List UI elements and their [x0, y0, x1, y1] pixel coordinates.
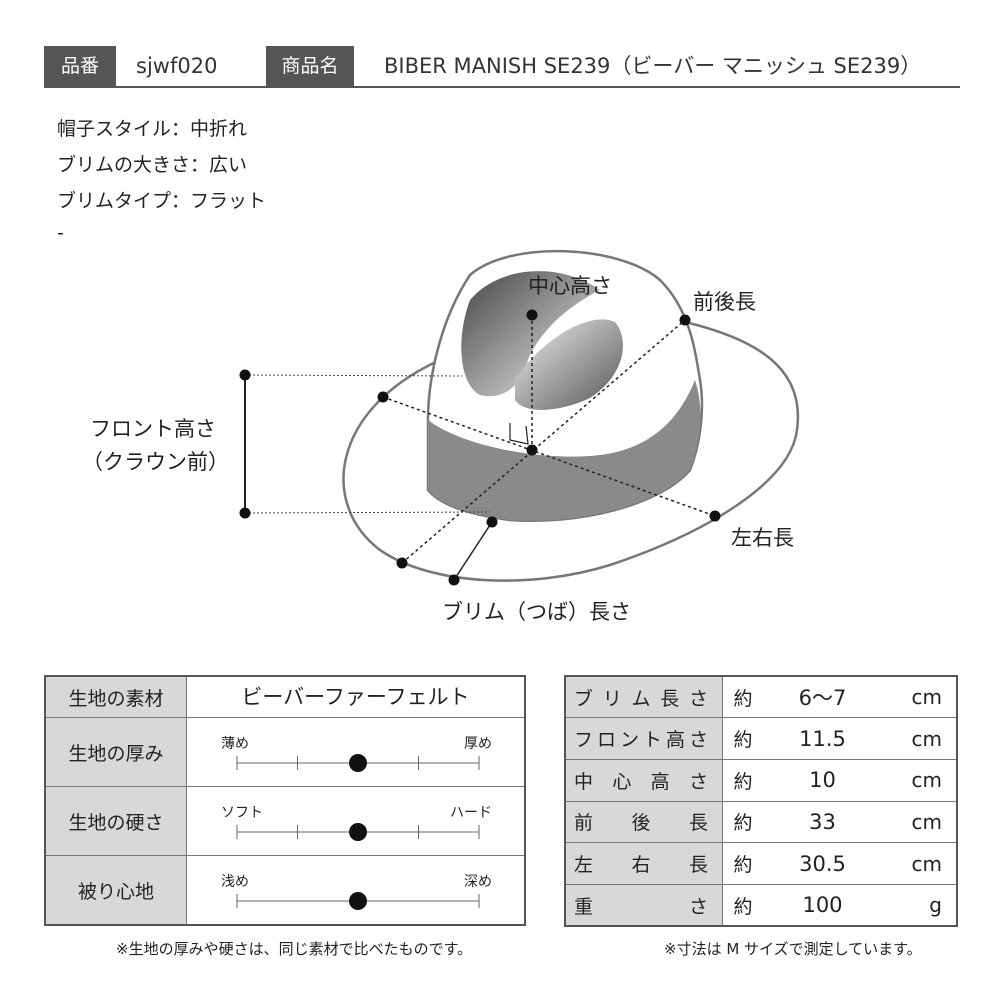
scale-right-label: 厚め — [464, 736, 492, 752]
size-row: 重さ 約 100 g — [564, 883, 957, 927]
scale-label-thickness: 生地の厚み — [44, 717, 187, 787]
fabric-scale-row: 生地の厚み 薄め 厚め — [44, 717, 526, 787]
scale-track — [236, 754, 480, 772]
material-value: ビーバーファーフェルト — [241, 685, 470, 709]
spec-brim-size: ブリムの大きさ：広い — [57, 154, 248, 176]
crown-dent-front — [515, 319, 623, 410]
approx-mark: 約 — [722, 717, 763, 760]
size-label: 中心高さ — [574, 770, 708, 793]
scale-track — [236, 892, 480, 910]
size-label: 左右長 — [574, 854, 708, 877]
approx-mark: 約 — [722, 842, 763, 885]
label-front-height-note: （クラウン前） — [82, 450, 229, 474]
scale-left-label: 薄め — [221, 736, 249, 752]
scale-right-label: 深め — [464, 874, 492, 890]
approx-mark: 約 — [722, 758, 763, 802]
scale-left-label: 浅め — [221, 874, 249, 890]
size-row: ブリム長さ 約 6〜7 cm — [564, 675, 957, 719]
scale-indicator — [349, 754, 367, 772]
approx-mark: 約 — [722, 800, 763, 844]
fabric-scale-row: 生地の硬さ ソフト ハード — [44, 786, 526, 856]
approx-mark: 約 — [722, 675, 763, 719]
size-value: 30.5 — [763, 842, 882, 885]
scale-label-fit: 被り心地 — [44, 855, 187, 926]
material-label: 生地の素材 — [44, 675, 187, 718]
scale-label-hardness: 生地の硬さ — [44, 786, 187, 856]
hat-diagram — [239, 249, 800, 586]
spec-dash: - — [57, 222, 64, 244]
size-row: フロント高さ 約 11.5 cm — [564, 717, 957, 760]
size-value: 33 — [763, 800, 882, 844]
size-unit: cm — [882, 842, 957, 885]
scale-right-label: ハード — [450, 805, 492, 821]
fabric-scale-row: 被り心地 浅め 深め — [44, 855, 526, 926]
label-front-height: フロント高さ — [90, 417, 216, 441]
thickness-scale: 薄め 厚め — [187, 718, 524, 786]
scale-track — [236, 823, 480, 841]
product-header: 品番 sjwf020 商品名 BIBER MANISH SE239（ビーバー マ… — [44, 46, 960, 88]
label-left-right: 左右長 — [731, 526, 794, 550]
product-name-label: 商品名 — [266, 46, 354, 86]
note-fabric-comparison: ※生地の厚みや硬さは、同じ素材で比べたものです。 — [116, 940, 473, 958]
size-value: 100 — [763, 883, 882, 927]
size-label: フロント高さ — [574, 729, 708, 752]
product-number: sjwf020 — [136, 54, 218, 78]
scale-indicator — [349, 892, 367, 910]
hat-band — [428, 380, 701, 521]
size-label: ブリム長さ — [574, 687, 708, 710]
size-table: ブリム長さ 約 6〜7 cm フロント高さ 約 11.5 cm 中心高さ 約 1… — [564, 675, 958, 928]
spec-brim-type: ブリムタイプ：フラット — [57, 190, 267, 212]
product-name: BIBER MANISH SE239（ビーバー マニッシュ SE239） — [384, 54, 922, 78]
fit-scale: 浅め 深め — [187, 856, 524, 924]
size-unit: cm — [882, 717, 957, 760]
scale-indicator — [349, 823, 367, 841]
size-row: 前後長 約 33 cm — [564, 800, 957, 844]
size-value: 10 — [763, 758, 882, 802]
size-row: 左右長 約 30.5 cm — [564, 842, 957, 885]
product-number-label: 品番 — [44, 46, 116, 86]
crown-dent-back — [461, 271, 600, 397]
scale-left-label: ソフト — [221, 805, 263, 821]
size-label: 重さ — [574, 895, 708, 918]
size-unit: g — [882, 883, 957, 927]
fabric-material-row: 生地の素材 ビーバーファーフェルト — [44, 675, 526, 718]
size-unit: cm — [882, 800, 957, 844]
hardness-scale: ソフト ハード — [187, 787, 524, 855]
label-front-back: 前後長 — [693, 290, 756, 314]
size-label: 前後長 — [574, 812, 708, 835]
size-value: 11.5 — [763, 717, 882, 760]
label-brim-length: ブリム（つば）長さ — [442, 600, 631, 624]
size-unit: cm — [882, 675, 957, 719]
size-unit: cm — [882, 758, 957, 802]
size-value: 6〜7 — [763, 675, 882, 719]
note-size-measure: ※寸法は M サイズで測定しています。 — [664, 940, 922, 958]
size-row: 中心高さ 約 10 cm — [564, 758, 957, 802]
approx-mark: 約 — [722, 883, 763, 927]
spec-hat-style: 帽子スタイル：中折れ — [57, 118, 248, 140]
label-crown-height: 中心高さ — [528, 274, 612, 298]
fabric-table: 生地の素材 ビーバーファーフェルト 生地の厚み 薄め 厚め 生地の硬さ ソフト … — [44, 675, 526, 926]
